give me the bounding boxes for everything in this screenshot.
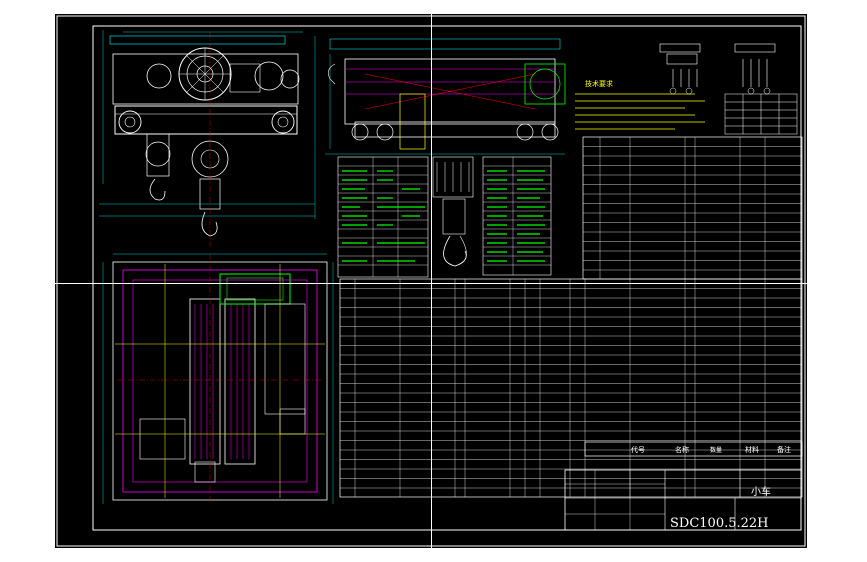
spec-table-left xyxy=(337,156,429,278)
cursor-crosshair-vertical xyxy=(431,0,432,562)
drawing-border xyxy=(92,25,802,531)
drawing-svg: 技术要求 xyxy=(56,15,806,547)
header-material: 材料 xyxy=(745,445,759,454)
drawing-number: SDC100.5.22H xyxy=(670,516,769,531)
part-name: 小车 xyxy=(751,485,771,498)
parts-list-lower xyxy=(339,278,803,498)
technical-notes: 技术要求 xyxy=(575,79,705,130)
top-right-parameter-table xyxy=(724,93,798,135)
hook-block-detail xyxy=(432,156,474,267)
header-qty: 数量 xyxy=(710,446,722,454)
header-name: 名称 xyxy=(675,445,689,454)
header-code: 代号 xyxy=(631,445,645,454)
cursor-crosshair-horizontal xyxy=(0,283,867,284)
parts-list-upper xyxy=(582,136,803,280)
parts-list-header: 代号 名称 数量 材料 备注 xyxy=(584,441,803,457)
notes-heading: 技术要求 xyxy=(585,79,613,88)
spec-table-right xyxy=(482,156,552,276)
rope-detail-views xyxy=(659,43,776,95)
trolley-plan-view xyxy=(102,253,334,504)
trolley-side-view xyxy=(99,30,316,249)
header-remark: 备注 xyxy=(777,445,791,454)
trolley-front-view xyxy=(325,38,566,155)
title-block: 小车 SDC100.5.22H xyxy=(564,469,802,531)
